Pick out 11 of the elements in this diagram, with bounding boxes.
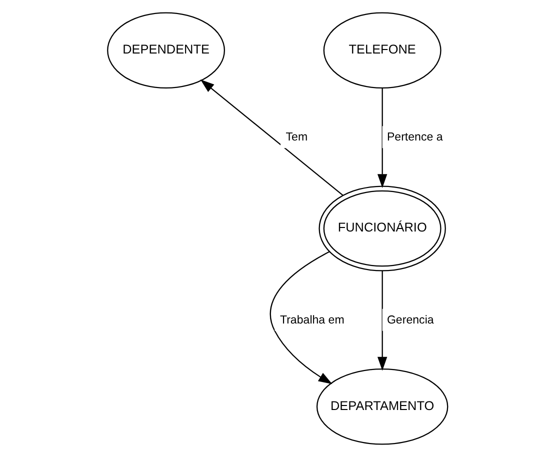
arrow	[270, 251, 332, 384]
edge-label: Gerencia	[386, 314, 434, 326]
arrow	[200, 79, 344, 196]
node-ellipse: TELEFONE	[323, 12, 442, 89]
edge-label: Pertence a	[386, 132, 443, 144]
edge-label: Tem	[286, 132, 308, 144]
node-ellipse: DEPENDENTE	[107, 12, 226, 89]
arrow	[377, 270, 388, 371]
edge-label: Trabalha em	[280, 314, 344, 326]
arrow	[377, 88, 388, 188]
node-ellipse: FUNCIONÁRIO	[318, 186, 446, 272]
